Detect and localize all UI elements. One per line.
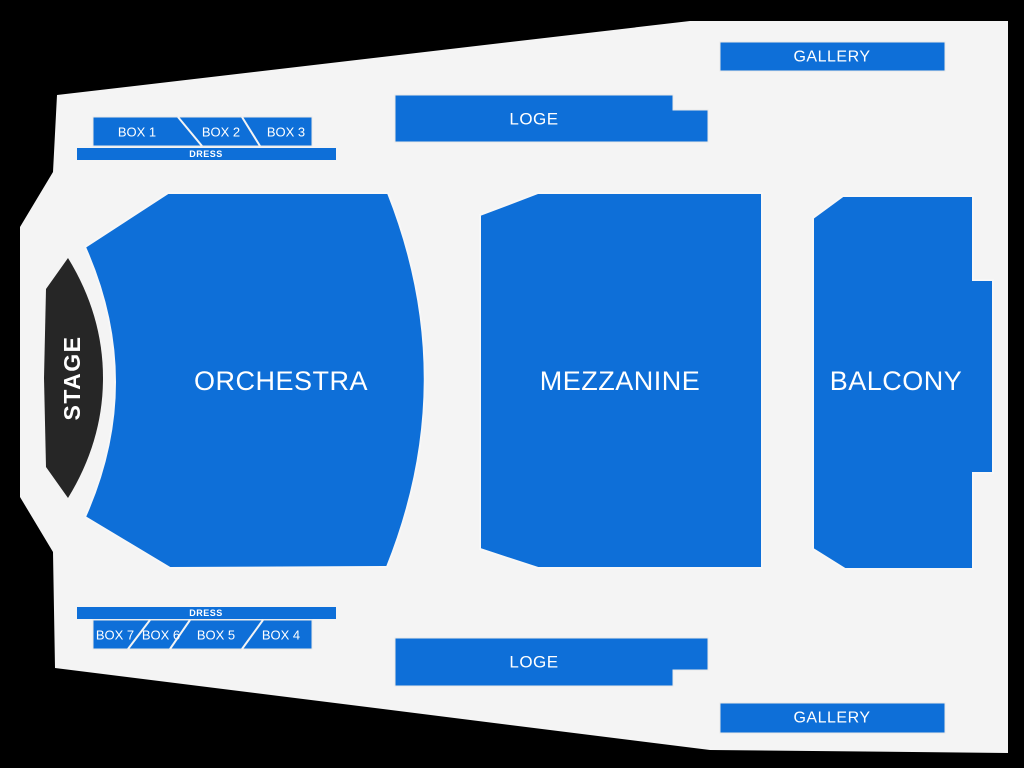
section-dress-bottom: DRESS <box>77 607 336 619</box>
gallery-top-shape[interactable] <box>719 41 946 72</box>
section-gallery-top: GALLERY <box>719 41 946 72</box>
loge-bottom-shape[interactable] <box>394 637 709 687</box>
section-loge-bottom: LOGE <box>394 637 709 687</box>
boxes-bottom-divider-2 <box>169 619 191 650</box>
boxes-top-divider-1 <box>177 116 203 147</box>
stage-shape <box>44 258 103 498</box>
mezzanine-shape[interactable] <box>479 192 763 569</box>
dress-top-shape[interactable] <box>77 148 336 160</box>
boxes-top-divider-2 <box>241 116 261 147</box>
boxes-bottom-bar[interactable] <box>92 619 313 650</box>
orchestra-shape[interactable] <box>83 192 426 570</box>
section-gallery-bottom: GALLERY <box>719 702 946 734</box>
section-boxes-top: BOX 1 BOX 2 BOX 3 <box>92 116 313 147</box>
section-orchestra: ORCHESTRA <box>83 192 426 570</box>
boxes-bottom-divider-3 <box>241 619 264 650</box>
boxes-top-bar[interactable] <box>92 116 313 147</box>
loge-top-shape[interactable] <box>394 94 709 143</box>
balcony-shape[interactable] <box>812 195 994 570</box>
section-dress-top: DRESS <box>77 148 336 160</box>
boxes-bottom-divider-1 <box>127 619 151 650</box>
gallery-bottom-shape[interactable] <box>719 702 946 734</box>
section-boxes-bottom: BOX 7 BOX 6 BOX 5 BOX 4 <box>92 619 313 650</box>
section-loge-top: LOGE <box>394 94 709 143</box>
section-balcony: BALCONY <box>812 195 994 570</box>
section-mezzanine: MEZZANINE <box>479 192 763 569</box>
dress-bottom-shape[interactable] <box>77 607 336 619</box>
